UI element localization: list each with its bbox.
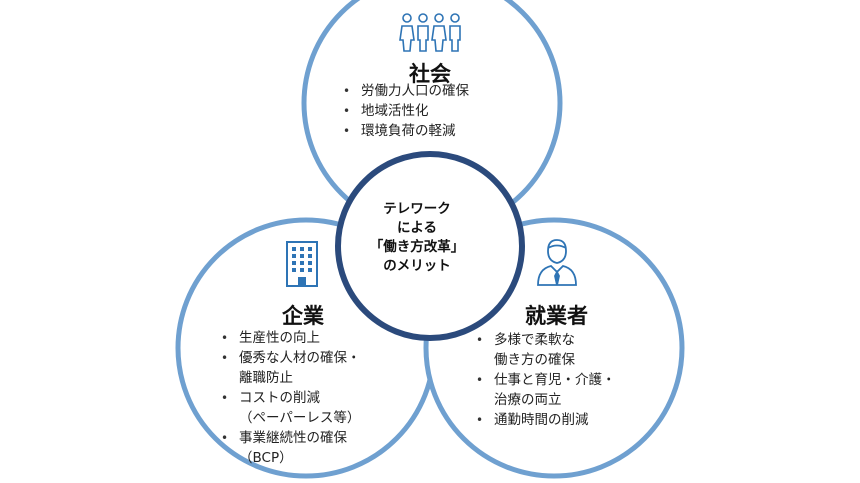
list-item: 優秀な人材の確保・ 離職防止 [215,348,361,388]
center-label-line: 「働き方改革」 [369,239,465,255]
list-item: 労働力人口の確保 [337,81,469,101]
list-item: 生産性の向上 [215,328,361,348]
list-item: 環境負荷の軽減 [337,121,469,141]
list-item-text: 働き方の確保 [494,352,575,368]
list-item-text: 労働力人口の確保 [361,83,469,99]
center-label-line: テレワーク [383,201,451,217]
list-item-text: コストの削減 [239,390,320,406]
list-item-text: 環境負荷の軽減 [361,123,456,139]
list-item: 事業継続性の確保 （BCP） [215,428,361,468]
list-item-text: 優秀な人材の確保・ [239,350,361,366]
society-list: 労働力人口の確保 地域活性化 環境負荷の軽減 [337,81,469,141]
list-item: 仕事と育児・介護・ 治療の両立 [470,370,616,410]
worker-title: 就業者 [525,304,588,328]
list-item-text: 地域活性化 [361,103,429,119]
center-label: テレワーク による 「働き方改革」 のメリット [362,200,472,276]
center-label-line: による [396,220,438,236]
office-building-icon [286,241,318,287]
list-item: 地域活性化 [337,101,469,121]
list-item-text: （BCP） [239,450,293,466]
list-item-text: 治療の両立 [494,392,562,408]
list-item-text: 仕事と育児・介護・ [494,372,616,388]
list-item-text: 生産性の向上 [239,330,320,346]
list-item-text: 多様で柔軟な [494,332,575,348]
worker-list: 多様で柔軟な 働き方の確保 仕事と育児・介護・ 治療の両立 通勤時間の削減 [470,330,616,430]
company-list: 生産性の向上 優秀な人材の確保・ 離職防止 コストの削減 （ペーパーレス等） 事… [215,328,361,468]
people-group-icon [399,13,461,52]
list-item-text: 事業継続性の確保 [239,430,347,446]
list-item: 通勤時間の削減 [470,410,616,430]
list-item: 多様で柔軟な 働き方の確保 [470,330,616,370]
center-label-line: のメリット [383,258,451,274]
list-item-text: 通勤時間の削減 [494,412,589,428]
center-circle [335,151,525,341]
list-item-text: 離職防止 [239,370,293,386]
company-title: 企業 [282,304,324,328]
businessman-icon [537,239,577,286]
list-item: コストの削減 （ペーパーレス等） [215,388,361,428]
list-item-text: （ペーパーレス等） [239,410,361,426]
